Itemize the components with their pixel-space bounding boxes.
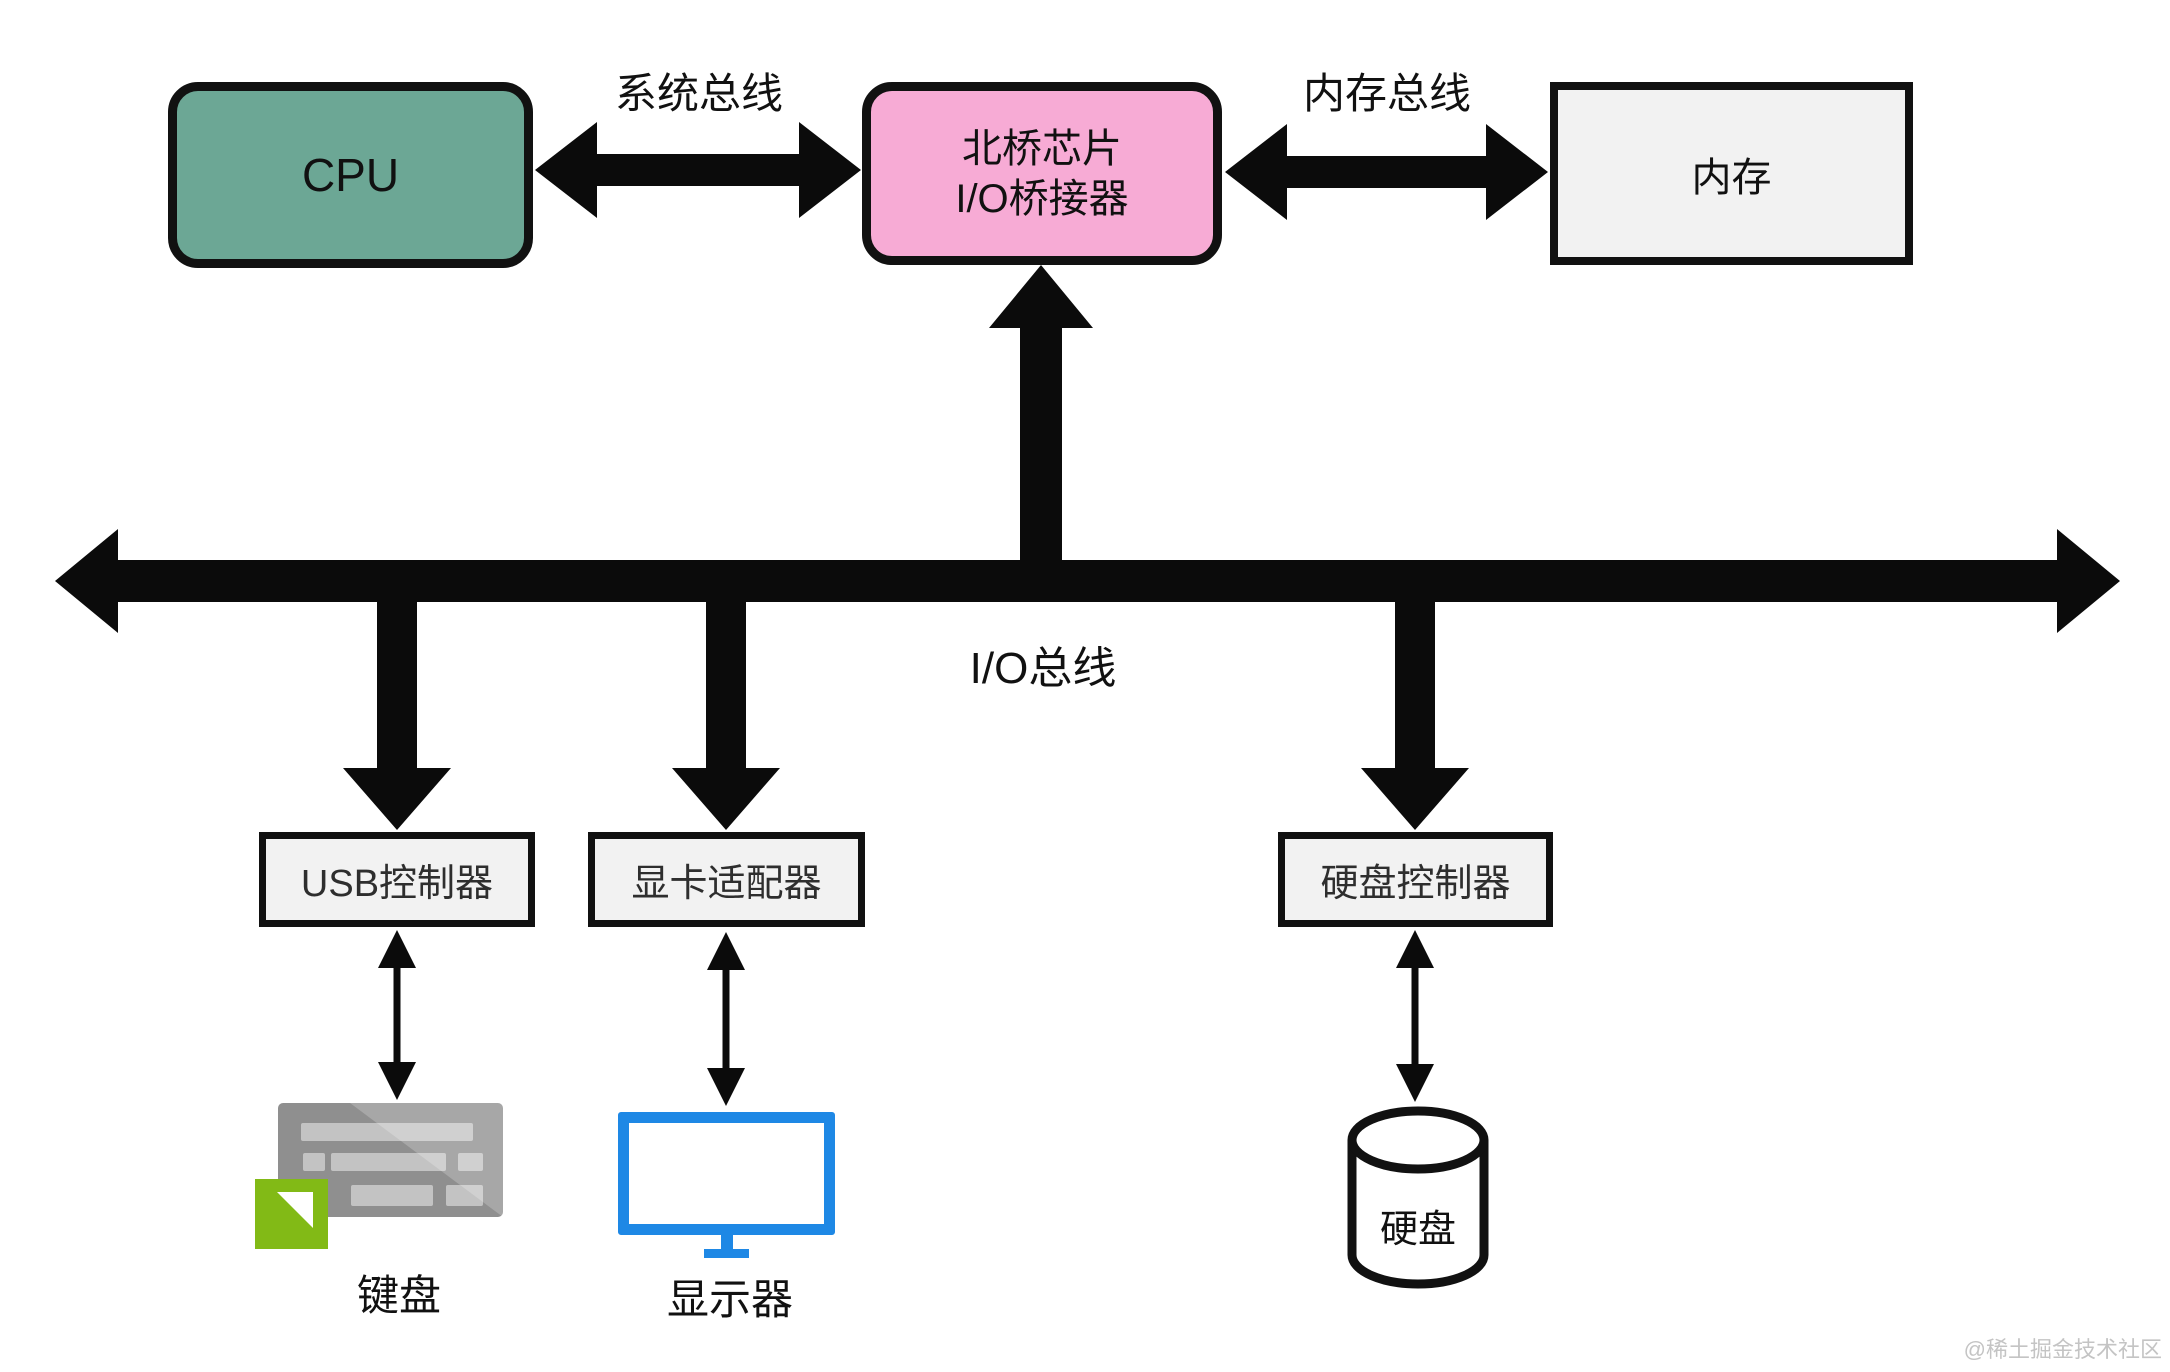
hard-disk-label: 硬盘 xyxy=(1379,1209,1456,1251)
io-bus-to-disk-arrow xyxy=(1361,598,1469,830)
cpu-label: CPU xyxy=(301,149,400,201)
cpu-box: CPU xyxy=(168,82,533,268)
graphics-adapter-label: 显卡适配器 xyxy=(631,863,822,905)
disk-ctrl-to-disk-arrow xyxy=(1396,930,1434,1102)
keyboard-icon xyxy=(278,1103,503,1217)
io-bus-label: I/O总线 xyxy=(969,644,1117,693)
northbridge-box: 北桥芯片 I/O桥接器 xyxy=(862,82,1222,265)
io-bus-to-gpu-arrow xyxy=(672,598,780,830)
io-bus-to-usb-arrow xyxy=(343,598,451,830)
monitor-stand-base xyxy=(704,1249,749,1258)
memory-bus-label: 内存总线 xyxy=(1302,70,1471,117)
graphics-adapter-box: 显卡适配器 xyxy=(588,832,865,927)
hard-disk-icon xyxy=(1347,1106,1489,1289)
keyboard-key xyxy=(458,1153,483,1171)
keyboard-green-badge xyxy=(255,1179,328,1249)
usb-controller-box: USB控制器 xyxy=(259,832,535,927)
memory-bus-arrow xyxy=(1225,124,1548,220)
io-bus-arrow xyxy=(55,529,2120,633)
watermark: @稀土掘金技术社区 xyxy=(1963,1337,2162,1362)
monitor-icon xyxy=(618,1112,835,1235)
disk-controller-label: 硬盘控制器 xyxy=(1320,863,1511,905)
arrow-group xyxy=(55,122,2120,1106)
keyboard-key xyxy=(331,1153,446,1171)
northbridge-label-line2: I/O桥接器 xyxy=(955,176,1129,221)
keyboard-key-row xyxy=(301,1123,473,1141)
usb-controller-label: USB控制器 xyxy=(300,863,494,905)
monitor-label: 显示器 xyxy=(666,1276,793,1323)
system-bus-label: 系统总线 xyxy=(614,70,783,117)
io-bus-to-northbridge-arrow xyxy=(989,265,1093,565)
northbridge-label-line1: 北桥芯片 xyxy=(962,126,1122,171)
keyboard-key xyxy=(446,1185,483,1206)
system-bus-arrow xyxy=(535,122,861,218)
monitor-stand-stem xyxy=(721,1233,733,1251)
keyboard-key xyxy=(351,1185,433,1206)
usb-to-keyboard-arrow xyxy=(378,930,416,1100)
disk-controller-box: 硬盘控制器 xyxy=(1278,832,1553,927)
keyboard-label: 键盘 xyxy=(356,1272,441,1319)
keyboard-key xyxy=(303,1153,325,1171)
memory-box: 内存 xyxy=(1550,82,1913,265)
keyboard-badge-triangle xyxy=(277,1192,313,1228)
gpu-to-monitor-arrow xyxy=(707,932,745,1106)
memory-label: 内存 xyxy=(1691,155,1772,200)
